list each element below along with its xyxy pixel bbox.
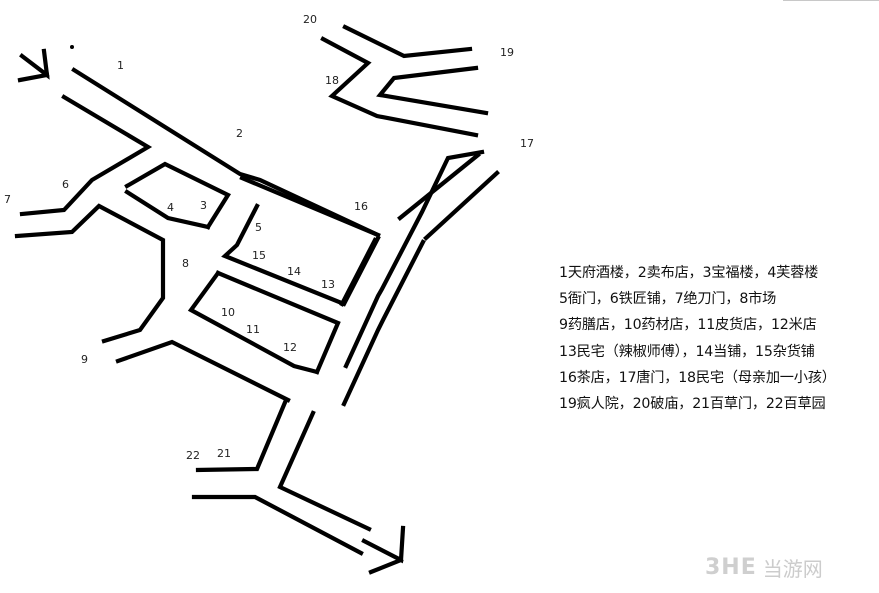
top-border-line xyxy=(783,0,879,1)
road-1-lower xyxy=(19,94,153,217)
location-number-7: 7 xyxy=(4,193,11,206)
block-10-12-top xyxy=(215,270,341,375)
legend-line: 16茶店，17唐门，18民宅（母亲加一小孩） xyxy=(559,369,836,386)
road-17-main-left xyxy=(397,152,481,221)
location-number-14: 14 xyxy=(287,265,301,278)
legend-line: 9药膳店，10药材店，11皮货店，12米店 xyxy=(559,317,817,334)
block-5 xyxy=(221,203,381,307)
location-number-16: 16 xyxy=(354,200,368,213)
location-number-10: 10 xyxy=(221,306,235,319)
location-number-22: 22 xyxy=(186,449,200,462)
location-number-4: 4 xyxy=(167,201,174,214)
road-16-edge xyxy=(239,175,381,238)
road-south-right xyxy=(277,410,372,532)
exit-arrow-icon xyxy=(361,525,406,564)
watermark-logo-icon: 3HE xyxy=(705,555,757,580)
road-19-mid xyxy=(376,65,489,116)
location-number-15: 15 xyxy=(252,249,266,262)
block-3-4-bottom xyxy=(124,189,211,230)
legend-line: 19疯人院，20破庙，21百草门，22百草园 xyxy=(559,396,826,413)
road-17-main-right xyxy=(423,170,500,241)
location-number-11: 11 xyxy=(246,323,260,336)
legend-line: 13民宅（辣椒师傅），14当铺，15杂货铺 xyxy=(559,343,815,360)
road-20-lower xyxy=(320,36,479,138)
location-number-21: 21 xyxy=(217,447,231,460)
location-number-1: 1 xyxy=(117,59,124,72)
road-9-lower xyxy=(115,339,291,403)
location-number-5: 5 xyxy=(255,221,262,234)
legend: 1天府酒楼，2卖布店，3宝福楼，4芙蓉楼 5衙门，6铁匠铺，7绝刀门，8市场 9… xyxy=(559,260,836,417)
exit-arrow-tail xyxy=(368,557,404,575)
watermark: 3HE 当游网 xyxy=(705,553,823,582)
location-number-20: 20 xyxy=(303,13,317,26)
legend-line: 1天府酒楼，2卖布店，3宝福楼，4芙蓉楼 xyxy=(559,265,819,281)
legend-line: 5衙门，6铁匠铺，7绝刀门，8市场 xyxy=(559,291,777,308)
map-dot xyxy=(70,45,74,49)
road-east-left xyxy=(339,237,378,307)
entry-arrow-tail xyxy=(17,72,50,83)
road-east-right xyxy=(341,239,426,407)
road-south-left xyxy=(195,397,289,473)
location-number-6: 6 xyxy=(62,178,69,191)
road-22-lower xyxy=(191,494,364,556)
location-number-9: 9 xyxy=(81,353,88,366)
location-number-18: 18 xyxy=(325,74,339,87)
location-number-19: 19 xyxy=(500,46,514,59)
location-number-12: 12 xyxy=(283,341,297,354)
location-number-13: 13 xyxy=(321,278,335,291)
location-number-3: 3 xyxy=(200,199,207,212)
block-3-4-top xyxy=(124,161,232,230)
road-20-upper xyxy=(342,24,473,59)
watermark-text: 当游网 xyxy=(762,557,823,581)
road-1-upper xyxy=(71,67,381,238)
road-17-left xyxy=(343,149,485,369)
block-10-12-left xyxy=(187,270,320,375)
road-7-lower xyxy=(14,203,166,344)
entry-arrow-icon xyxy=(19,48,50,80)
location-number-2: 2 xyxy=(236,127,243,140)
location-number-8: 8 xyxy=(182,257,189,270)
location-number-17: 17 xyxy=(520,137,534,150)
